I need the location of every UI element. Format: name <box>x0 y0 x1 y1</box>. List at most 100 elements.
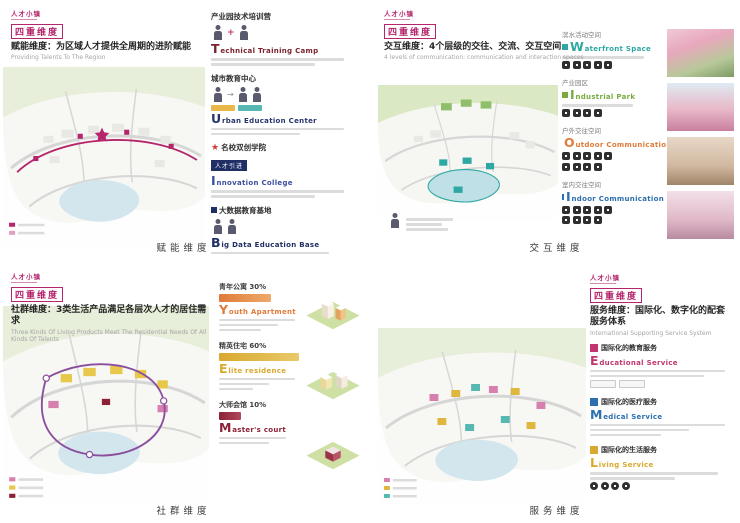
amenity-icons <box>562 162 664 171</box>
text-placeholder <box>219 328 261 331</box>
housing-label: 大师会馆 10% <box>219 401 267 409</box>
panel-header: 人才小镇 四重维度 赋能维度：为区域人才提供全周期的进阶赋能 Providing… <box>11 8 211 61</box>
people-diagram: → <box>211 86 359 103</box>
panel-interaction-dimension: 人才小镇 四重维度 交互维度：4个层级的交往、交流、交互空间 4 levels … <box>376 3 737 257</box>
loop-nodes <box>42 374 168 459</box>
text-placeholder <box>211 195 315 198</box>
course-tag <box>211 104 235 111</box>
amenity-icon <box>611 482 619 491</box>
housing-share-bar <box>219 411 241 420</box>
text-placeholder <box>211 251 330 254</box>
amenity-icon <box>562 216 570 224</box>
amenity-icon <box>590 482 598 491</box>
text-placeholder <box>562 56 644 59</box>
amenity-icons <box>562 152 664 160</box>
program-chips <box>590 379 732 388</box>
site-area <box>3 91 205 223</box>
rendering-photo-indoor <box>667 191 734 239</box>
text-placeholder <box>211 190 345 193</box>
amenity-icon <box>562 152 570 160</box>
panel-title: 赋能维度：为区域人才提供全周期的进阶赋能 <box>11 42 192 52</box>
amenity-icon <box>583 216 591 224</box>
amenity-icon <box>572 61 581 69</box>
panel-caption: 社群维度 <box>156 506 211 517</box>
program-chip <box>590 379 616 388</box>
rendering-photo-outdoor <box>667 137 734 185</box>
course-tags <box>211 104 359 111</box>
living-service-icons <box>590 482 732 491</box>
map-legend <box>9 477 44 498</box>
rendering-photo-strip <box>667 29 734 245</box>
person-icon <box>228 219 236 234</box>
living-service-blocks <box>437 388 536 429</box>
panel-header: 人才小镇 四重维度 服务维度：国际化、数字化的配套服务体系 Internatio… <box>590 272 732 337</box>
bullet-square-icon <box>211 206 217 213</box>
lake <box>58 431 140 475</box>
panel-caption: 服务维度 <box>529 506 584 517</box>
text-placeholder <box>406 228 448 231</box>
amenity-icon <box>572 205 581 214</box>
city-blocks <box>414 130 535 149</box>
text-placeholder <box>211 63 315 66</box>
amenity-icon <box>604 205 612 214</box>
dimension-badge: 四重维度 <box>11 24 64 39</box>
industrial-park-blocks <box>441 99 492 111</box>
service-head: 国际化的教育服务 <box>590 343 732 353</box>
panel-community-dimension: 人才小镇 四重维度 社群维度：3类生活产品满足各层次人才的居住需求 Three … <box>3 266 364 520</box>
amenity-icon <box>583 61 591 69</box>
city-blocks <box>43 123 171 168</box>
housing-label: 精英住宅 60% <box>219 342 267 350</box>
map-key-levels <box>388 213 458 234</box>
amenity-icons <box>562 109 664 117</box>
text-placeholder <box>219 323 278 326</box>
amenity-icon <box>593 152 602 160</box>
bullet-square-icon <box>562 44 568 51</box>
person-icon <box>253 87 261 102</box>
amenity-icon <box>593 109 602 117</box>
text-placeholder <box>211 58 345 61</box>
amenity-icon <box>583 205 591 214</box>
people-diagram <box>211 218 359 235</box>
site-area <box>378 352 586 483</box>
text-placeholder <box>590 423 725 427</box>
program-chip <box>619 379 645 388</box>
panel-caption: 交互维度 <box>529 243 584 254</box>
person-icon <box>214 219 222 234</box>
elite-residence-blocks <box>60 365 168 389</box>
text-placeholder <box>562 104 634 107</box>
text-placeholder <box>590 477 676 480</box>
service-title-cn: 国际化的教育服务 <box>601 343 657 352</box>
amenity-icon <box>583 152 591 160</box>
masters-court-blocks <box>101 398 111 406</box>
brand-logo: 人才小镇 <box>590 272 732 284</box>
amenity-icon <box>604 61 612 69</box>
amenity-icon <box>572 162 581 171</box>
brand-logo: 人才小镇 <box>384 8 584 20</box>
map-legend <box>383 478 417 498</box>
program-title-cn: 城市教育中心 <box>211 73 256 83</box>
amenity-icon <box>604 152 612 160</box>
panel-caption: 赋能维度 <box>156 243 211 254</box>
amenity-icon <box>562 61 570 69</box>
person-icon <box>391 213 399 228</box>
text-placeholder <box>219 436 287 439</box>
panel-title: 交互维度：4个层级的交往、交流、交互空间 <box>384 42 562 52</box>
amenity-icon <box>593 216 602 224</box>
amenity-icon <box>593 61 602 69</box>
person-icon <box>240 25 248 40</box>
service-head: 国际化的医疗服务 <box>590 397 732 407</box>
panel-subtitle-en: Three Kinds Of Living Products Meet The … <box>11 328 207 343</box>
